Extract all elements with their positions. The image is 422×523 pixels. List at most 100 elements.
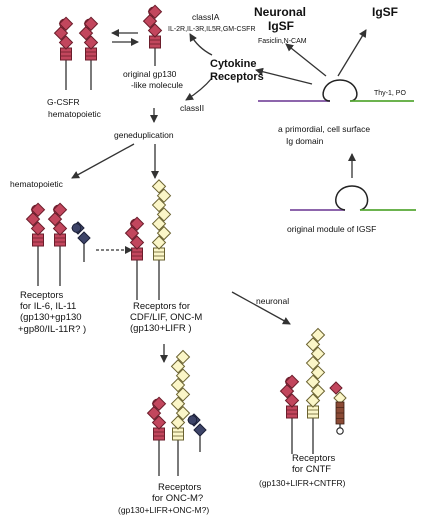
domain-diamond [310,327,326,343]
label-hematopoietic-mid: hematopoietic [10,179,64,189]
domain-cap [71,223,82,233]
membrane-box [286,405,298,419]
domain-diamond [58,35,74,50]
domain-diamond [156,225,172,241]
arrows [71,29,367,363]
label-hematopoietic-top: hematopoietic [48,109,102,119]
membrane-box [153,247,165,261]
membrane-box [54,233,66,247]
domain-diamond [78,25,94,41]
domain-diamond [305,355,321,371]
label-original-gp130-line2: -like molecule [131,80,183,90]
domain-diamond [156,207,172,222]
domain-diamond [52,221,68,236]
receptor-glyphs [25,4,347,476]
domain-diamond [170,415,186,430]
domain-diamond [329,381,343,395]
label-rec-cdf-line1: Receptors for [133,301,190,312]
domain-diamond [151,396,167,411]
label-rec-cntf-line3: (gp130+LIFR+CNTFR) [259,478,346,488]
label-original-gp130-line1: original gp130 [123,69,177,79]
membrane-box [172,427,184,441]
labels: G-CSFR hematopoietic original gp130 -lik… [10,5,406,515]
ig-domain-loop [322,79,358,102]
domain-diamond [77,231,91,245]
domain-diamond [305,393,321,408]
label-rec-cntf-line1: Receptors [292,453,336,464]
domain-diamond [30,221,46,236]
domain-diamond [175,368,191,383]
label-gcsfr: G-CSFR [47,97,80,107]
domain-diamond [175,387,191,402]
arrow-duplication-to-hematopoietic [71,143,135,179]
label-primordial-line1: a primordial, cell surface [278,124,370,134]
label-rec-cdf-line2: CDF/LIF, ONC-M [130,312,202,323]
domain-diamond [147,4,163,19]
label-cytokine-receptors-line2: Receptors [210,71,264,83]
arrow-cdf-to-cntf [231,291,291,325]
domain-diamond [25,211,41,227]
domain-diamond [47,211,63,227]
domain-diamond [147,23,163,38]
label-rec-oncm-line2: for ONC-M? [152,493,203,504]
label-rec-il6-line1: Receptors [20,290,64,301]
domain-diamond [310,346,326,361]
domain-diamond [151,179,167,194]
label-igsf: IgSF [372,5,398,19]
domain-diamond [146,405,162,421]
domain-diamond [193,423,207,437]
primordial-ig-domain [258,79,414,102]
domain-diamond [83,16,99,31]
label-rec-il6-line4: +gp80/IL-11R? ) [18,324,86,335]
domain-diamond [129,235,145,250]
domain-diamond [52,202,68,217]
label-gene-duplication: geneduplication [114,130,174,140]
label-rec-cntf-line2: for CNTF [292,464,331,475]
gpi-anchor-ring [336,427,344,435]
domain-diamond [310,365,326,380]
original-igsf-module [290,185,416,211]
label-rec-cdf-line3: (gp130+LIFR ) [130,323,192,334]
label-primordial-line2: Ig domain [286,136,324,146]
membrane-box [153,427,165,441]
domain-diamond [129,216,145,231]
arrow-cytokine-to-class-ia [189,33,213,56]
label-neuronal: neuronal [256,296,289,306]
domain-diamond [58,16,74,31]
domain-diamond [151,415,167,430]
label-original-module: original module of IGSF [287,224,376,234]
label-class-ia-members: IL-2R,IL-3R,IL5R,GM-CSFR [168,26,256,33]
label-neuronal-igsf-line2: IgSF [268,19,294,33]
arrow-cytokine-to-class-ii [185,77,213,101]
domain-diamond [279,383,295,399]
label-neuronal-igsf-line1: Neuronal [254,5,306,19]
domain-diamond [284,374,300,389]
domain-diamond [305,337,321,352]
membrane-box [60,47,72,61]
membrane-box [307,405,319,419]
domain-diamond [83,35,99,50]
domain-diamond [53,25,69,41]
arrow-domain-to-igsf [337,29,367,77]
label-rec-oncm-line1: Receptors [158,482,202,493]
arrow-domain-to-neuronal-igsf [285,43,327,77]
domain-diamond [170,377,186,393]
arrow-domain-to-cytokine [255,67,313,85]
domain-diamond [284,393,300,408]
domain-diamond [170,396,186,411]
domain-diamond [170,359,186,374]
domain-diamond [124,225,140,241]
label-class-ii: classII [180,103,204,113]
domain-diamond [156,188,172,203]
label-thy-po: Thy-1, PO [374,90,406,97]
membrane-box [149,35,161,49]
domain-diamond [142,13,158,29]
label-rec-il6-line2: for IL-6, IL-11 [20,301,76,312]
domain-diamond [151,216,167,231]
domain-diamond [151,235,167,250]
domain-cap [187,415,198,425]
domain-diamond [175,349,191,365]
domain-diamond [151,197,167,213]
domain-diamond [30,202,46,217]
